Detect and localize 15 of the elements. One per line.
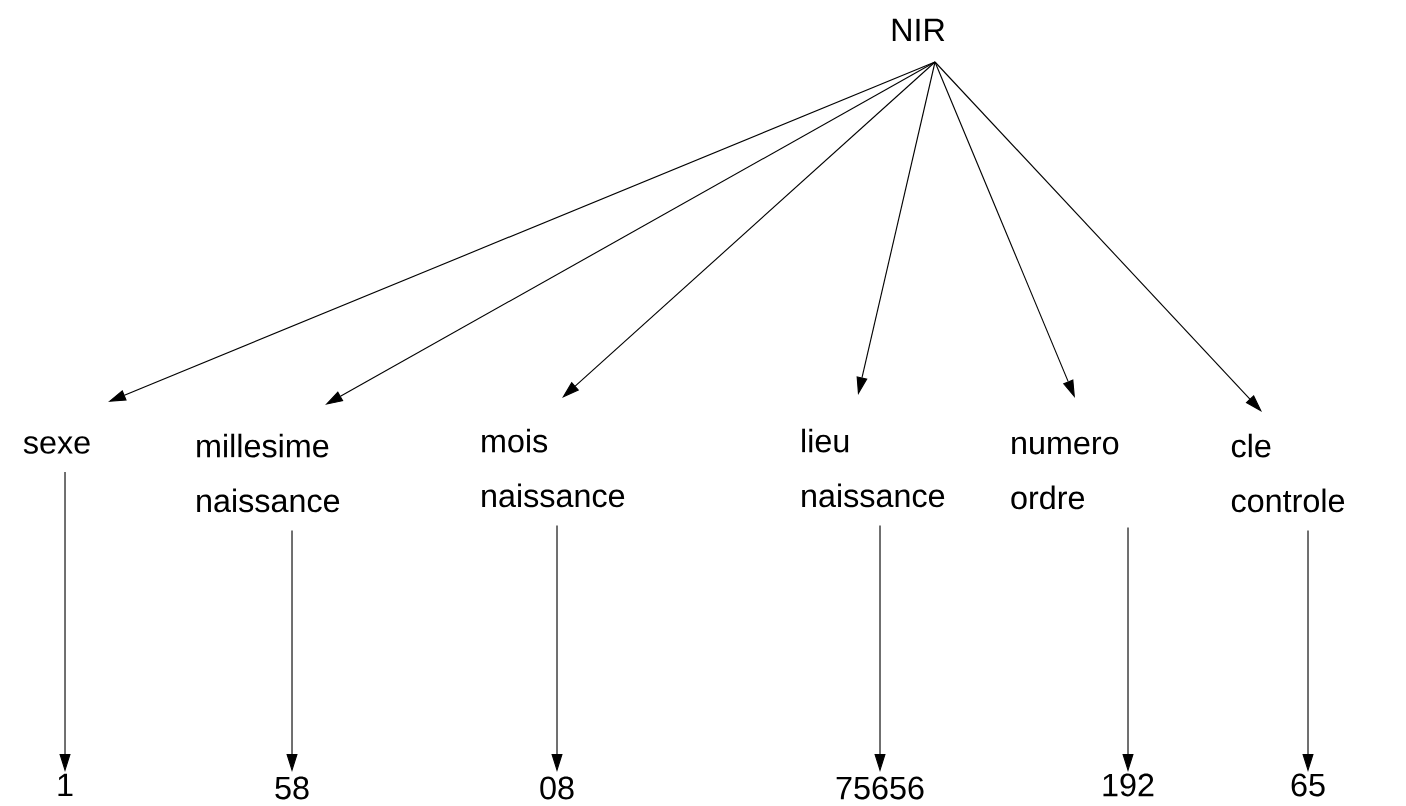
value-label: 58: [275, 776, 309, 800]
field-label: millesime naissance: [197, 433, 340, 513]
value-label: 65: [1291, 773, 1325, 797]
arrow: [934, 61, 1262, 412]
field-label: numero ordre: [1011, 436, 1119, 510]
value-label: 1: [58, 773, 73, 797]
value-label: 75656: [836, 776, 924, 800]
field-label: mois naissance: [482, 428, 625, 508]
arrow: [562, 61, 936, 398]
field-label: cle controle: [1231, 433, 1345, 513]
value-label: 192: [1103, 773, 1154, 797]
value-label: 08: [540, 776, 574, 800]
field-label: sexe: [23, 436, 90, 454]
field-label: lieu naissance: [802, 428, 945, 508]
title-text: NIR: [892, 18, 945, 42]
